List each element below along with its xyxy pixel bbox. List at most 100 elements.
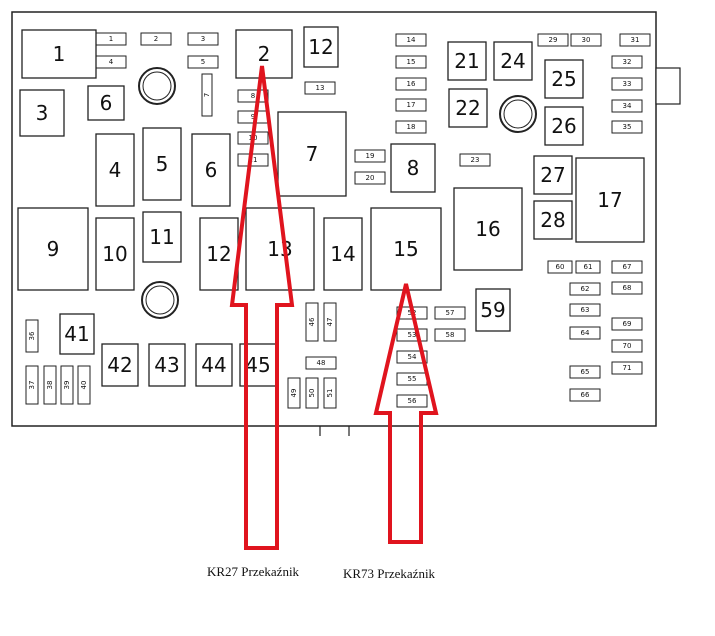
fuse-slot-number: 5 [156,152,169,176]
fuse-slot-number: 30 [582,36,591,44]
fuse-slot-frame [390,143,436,193]
fuse-slot-13: 13 [304,81,336,95]
fuse-slot-frame [537,33,569,47]
fuse-slot-26: 26 [544,106,584,146]
fuse-slot-number: 55 [408,375,417,383]
fuse-slot-frame [87,85,125,121]
fuse-slot-frame [287,377,301,409]
fuse-slot-40: 40 [77,365,91,405]
fuse-slot-frame [19,89,65,137]
fuse-slot-31: 31 [619,33,651,47]
fuse-slot-7: 7 [201,73,213,117]
fuse-slot-30: 30 [570,33,602,47]
fuse-slot-number: 36 [28,331,36,340]
fuse-slot-5: 5 [142,127,182,201]
fuse-slot-number: 18 [407,123,416,131]
kr73-relay-caption: KR73 Przekaźnik [343,566,436,581]
fuse-slot-58: 58 [434,328,466,342]
fuse-slot-number: 35 [623,123,632,131]
mounting-bolt [499,95,537,133]
fuse-slot-71: 71 [611,361,643,375]
fuse-slot-number: 19 [366,152,375,160]
fuse-slot-number: 51 [326,389,334,398]
fuse-slot-number: 4 [109,158,122,182]
fuse-slot-frame [533,155,573,195]
fuse-slot-frame [304,81,336,95]
fuse-slot-number: 71 [623,364,632,372]
fuse-slot-frame [305,356,337,370]
fuse-slot-16: 16 [395,77,427,91]
fuse-slot-62: 62 [569,282,601,296]
fuse-slot-21: 21 [447,41,487,81]
fuse-slot-frame [187,32,219,46]
fuse-slot-48: 48 [305,356,337,370]
fuse-slot-number: 56 [408,397,417,405]
fuse-slot-frame [569,365,601,379]
fuse-slot-frame [611,99,643,113]
fuse-slot-11: 11 [237,153,269,167]
fuse-slot-9: 9 [237,110,269,124]
fuse-slot-number: 23 [471,156,480,164]
fuse-slot-number: 17 [597,188,622,212]
fuse-slot-frame [201,73,213,117]
fuse-slot-8: 8 [390,143,436,193]
fuse-slot-10: 10 [95,217,135,291]
fuse-slot-number: 28 [540,208,565,232]
fuse-slot-frame [142,211,182,263]
fuse-slot-frame [277,111,347,197]
fuse-slot-number: 60 [556,263,565,271]
fuse-slot-25: 25 [544,59,584,99]
fuse-slot-frame [354,149,386,163]
fuse-slot-number: 43 [154,353,179,377]
fuse-slot-frame [25,319,39,353]
fuse-slot-frame [142,127,182,201]
fuse-slot-frame [140,32,172,46]
fuse-slot-number: 62 [581,285,590,293]
fuse-slot-60: 60 [547,260,573,274]
fuse-slot-38: 38 [43,365,57,405]
fuse-slot-number: 5 [201,58,205,66]
fuse-slot-number: 63 [581,306,590,314]
fuse-slot-56: 56 [396,394,428,408]
fuse-slot-number: 8 [407,156,420,180]
fuse-slot-frame [305,377,319,409]
fuse-slot-number: 3 [201,35,205,43]
fuse-slot-number: 11 [149,225,174,249]
fuse-slot-frame [396,350,428,364]
fuse-slot-frame [323,217,363,291]
fuse-slot-number: 29 [549,36,558,44]
fuse-slot-6: 6 [87,85,125,121]
fuse-slot-frame [544,59,584,99]
fuse-slot-frame [199,217,239,291]
fuse-slot-16: 16 [453,187,523,271]
fuse-slot-number: 50 [308,389,316,398]
fuse-slot-frame [195,343,233,387]
fuse-slot-number: 16 [407,80,416,88]
fuse-slot-number: 2 [154,35,158,43]
fuse-slot-54: 54 [396,350,428,364]
fuse-slot-number: 1 [53,42,66,66]
fuse-slot-3: 3 [19,89,65,137]
fuse-slot-57: 57 [434,306,466,320]
fuse-slot-frame [619,33,651,47]
fuse-slot-number: 26 [551,114,576,138]
fuse-slot-number: 12 [206,242,231,266]
fuse-slot-frame [453,187,523,271]
fuse-slot-19: 19 [354,149,386,163]
fuse-slot-number: 46 [308,317,316,326]
fuse-slot-35: 35 [611,120,643,134]
fuse-slot-frame [370,207,442,291]
fuse-slot-number: 17 [407,101,416,109]
fuse-slot-frame [395,33,427,47]
fuse-slot-frame [237,153,269,167]
fuse-slot-15: 15 [395,55,427,69]
fuse-slot-frame [60,365,74,405]
fuse-slot-number: 49 [290,389,298,398]
fuse-slot-42: 42 [101,343,139,387]
fuse-slot-frame [569,388,601,402]
fuse-slot-23: 23 [459,153,491,167]
fuse-slot-frame [187,55,219,69]
fuse-slot-number: 16 [475,217,500,241]
fuse-slot-frame [611,317,643,331]
fuse-slot-36: 36 [25,319,39,353]
